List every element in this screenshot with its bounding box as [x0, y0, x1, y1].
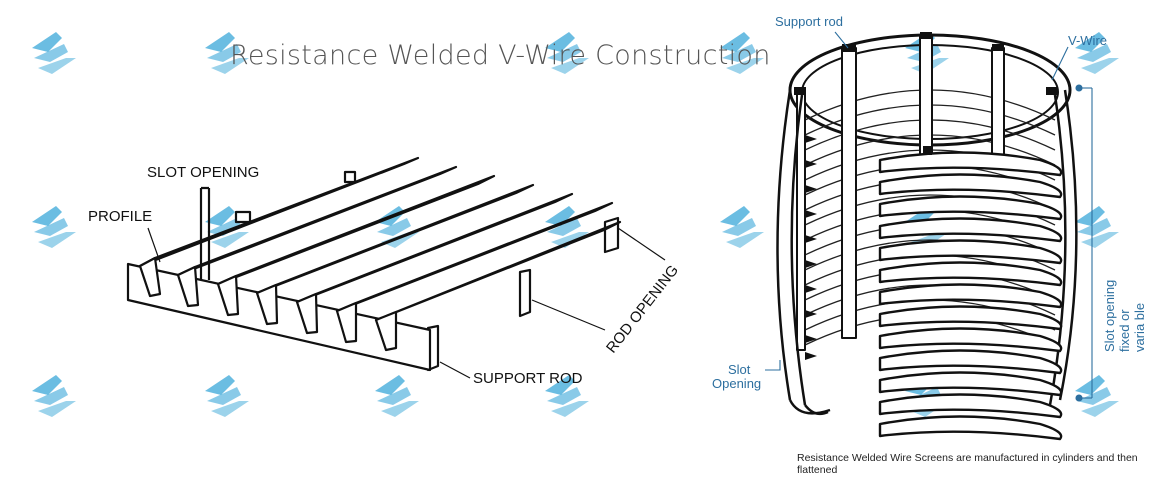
flat-panel-leaders — [147, 227, 666, 379]
label-v-wire: V-Wire — [1068, 33, 1107, 48]
wire-cylinder — [776, 32, 1078, 441]
label-slot-fixed-variable: Slot opening fixed or varia ble — [1102, 279, 1147, 352]
label-opening: Opening — [712, 376, 762, 391]
cylinder-leaders — [765, 31, 1093, 402]
label-cylinder-support-rod: Support rod — [775, 14, 843, 29]
label-slot: Slot — [728, 362, 751, 377]
label-profile: PROFILE — [88, 208, 153, 225]
flat-screen-panel — [126, 156, 622, 372]
label-support-rod: SUPPORT ROD — [473, 370, 583, 387]
diagram-title: Resistance Welded V-Wire Construction — [230, 40, 771, 71]
label-slot-opening: SLOT OPENING — [147, 164, 260, 181]
figure-caption: Resistance Welded Wire Screens are manuf… — [797, 452, 1138, 476]
